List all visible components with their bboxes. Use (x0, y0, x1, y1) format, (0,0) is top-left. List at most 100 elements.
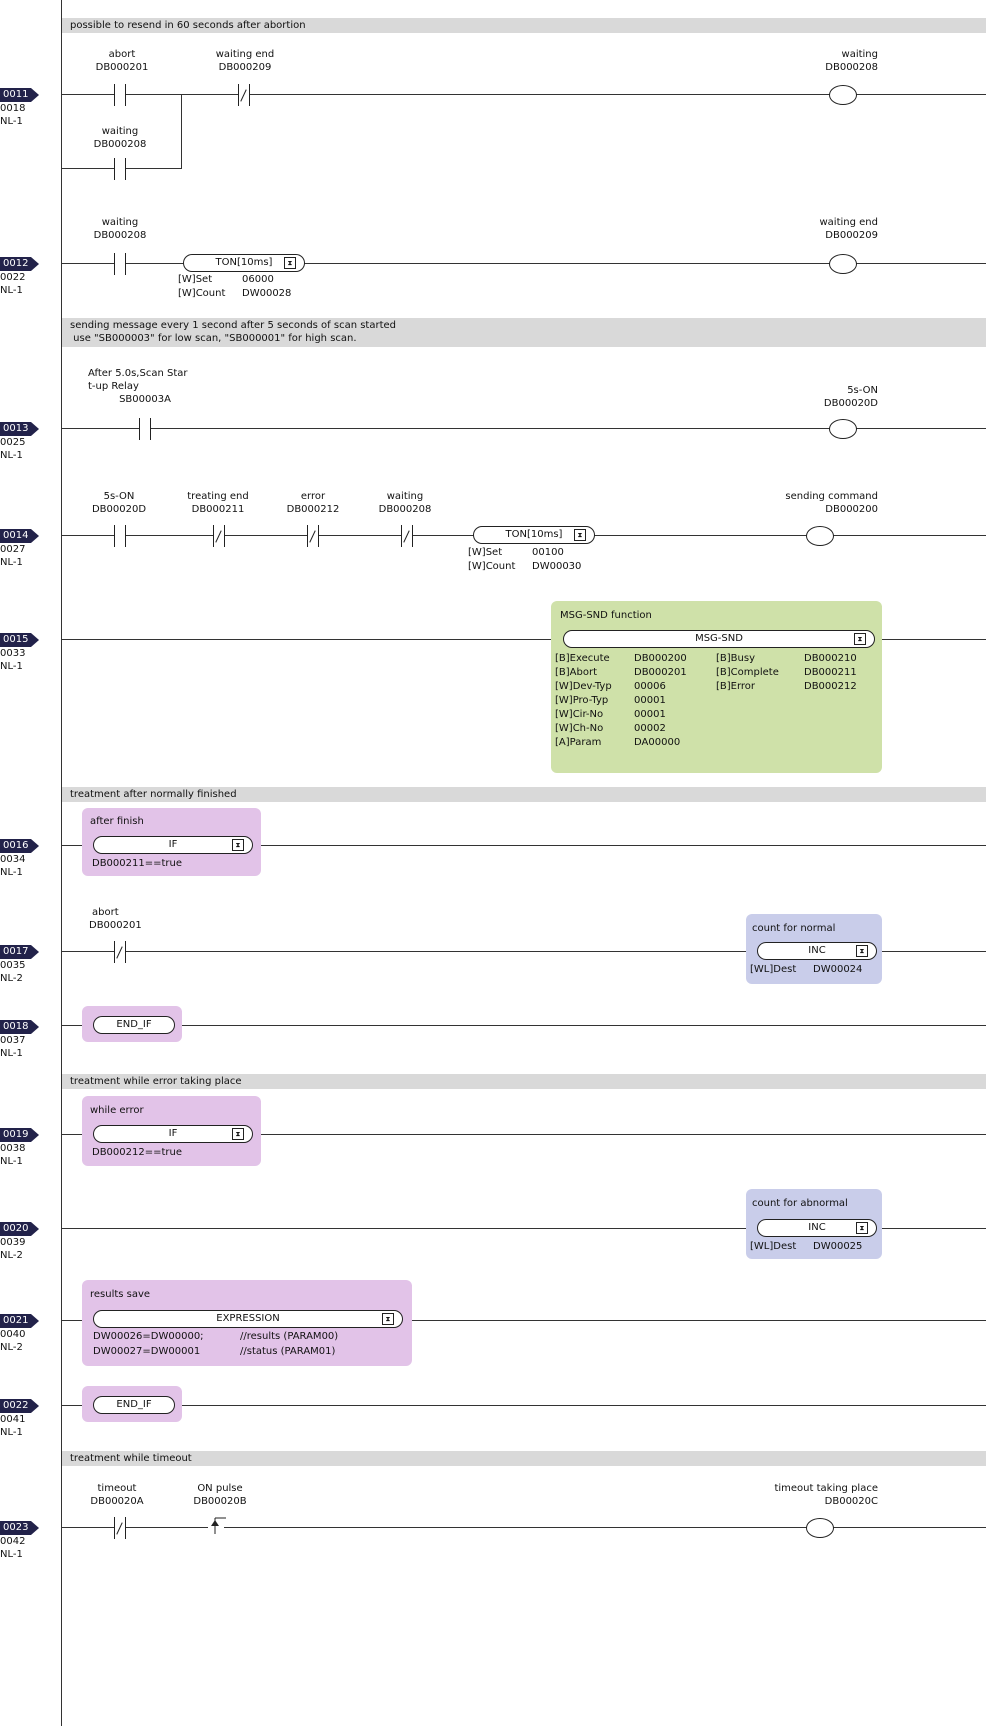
condition-text: DB000212==true (92, 1147, 183, 1158)
step-badge[interactable]: 0012 0022 NL-1 (0, 256, 60, 297)
nest-level: NL-1 (0, 1549, 23, 1560)
nest-level: NL-1 (0, 116, 23, 127)
param-label: [WL]Dest (750, 964, 797, 975)
contact-address: DB00020B (193, 1496, 247, 1507)
coil-comment: 5s-ON (847, 385, 878, 396)
line-number: 0040 (0, 1329, 26, 1340)
ton-timer-block[interactable]: TON[10ms] ⧗ (473, 526, 595, 544)
step-badge[interactable]: 0016 0034 NL-1 (0, 838, 60, 879)
ton-timer-block[interactable]: TON[10ms] ⧗ (183, 254, 305, 272)
nc-contact[interactable] (204, 525, 234, 547)
line-number: 0042 (0, 1536, 26, 1547)
contact-comment: ON pulse (197, 1483, 243, 1494)
comment-line: sending message every 1 second after 5 s… (70, 320, 397, 331)
step-number: 0021 (0, 1314, 41, 1328)
step-badge[interactable]: 0013 0025 NL-1 (0, 421, 60, 462)
output-coil[interactable] (806, 1518, 834, 1538)
param-value: DW00024 (813, 964, 863, 975)
rising-edge-pulse-icon[interactable] (200, 1512, 230, 1534)
rung-wire (62, 1134, 986, 1135)
param-label: [B]Complete (716, 667, 779, 678)
nc-contact[interactable] (298, 525, 328, 547)
step-badge[interactable]: 0021 0040 NL-2 (0, 1313, 60, 1354)
line-number: 0038 (0, 1143, 26, 1154)
hourglass-icon: ⧗ (856, 1222, 868, 1234)
line-number: 0039 (0, 1237, 26, 1248)
msg-snd-function[interactable]: MSG-SND ⧗ (563, 630, 875, 648)
contact-address: SB00003A (119, 394, 171, 405)
condition-text: DB000211==true (92, 858, 183, 869)
output-coil[interactable] (829, 419, 857, 439)
if-instruction[interactable]: IF ⧗ (93, 836, 253, 854)
func-name: TON[10ms] (505, 529, 563, 540)
step-badge[interactable]: 0023 0042 NL-1 (0, 1520, 60, 1561)
block-title: while error (90, 1105, 144, 1116)
nc-contact[interactable] (105, 1517, 135, 1539)
nc-contact[interactable] (392, 525, 422, 547)
contact-address: DB000208 (93, 230, 147, 241)
step-badge[interactable]: 0018 0037 NL-1 (0, 1019, 60, 1060)
param-value: 00006 (634, 681, 666, 692)
nest-level: NL-2 (0, 1250, 23, 1261)
nest-level: NL-1 (0, 661, 23, 672)
step-badge[interactable]: 0020 0039 NL-2 (0, 1221, 60, 1262)
rung-comment: possible to resend in 60 seconds after a… (62, 18, 986, 33)
nest-level: NL-2 (0, 973, 23, 984)
inc-instruction[interactable]: INC ⧗ (757, 942, 877, 960)
param-label: [B]Abort (555, 667, 598, 678)
no-contact[interactable] (105, 525, 135, 547)
param-value: 06000 (242, 274, 274, 285)
step-badge[interactable]: 0022 0041 NL-1 (0, 1398, 60, 1439)
rung-wire (62, 1527, 986, 1528)
step-badge[interactable]: 0011 0018 NL-1 (0, 87, 60, 128)
if-instruction[interactable]: IF ⧗ (93, 1125, 253, 1143)
step-number: 0012 (0, 257, 41, 271)
contact-address: DB00020A (90, 1496, 144, 1507)
output-coil[interactable] (829, 85, 857, 105)
line-number: 0025 (0, 437, 26, 448)
param-value: DW00028 (242, 288, 292, 299)
no-contact[interactable] (130, 418, 160, 440)
param-value: DB000210 (804, 653, 857, 664)
contact-comment: After 5.0s,Scan Star (88, 368, 188, 379)
line-number: 0022 (0, 272, 26, 283)
contact-comment: timeout (97, 1483, 137, 1494)
expression-instruction[interactable]: EXPRESSION ⧗ (93, 1310, 403, 1328)
rung-wire (62, 845, 986, 846)
step-badge[interactable]: 0019 0038 NL-1 (0, 1127, 60, 1168)
hourglass-icon: ⧗ (382, 1313, 394, 1325)
step-badge[interactable]: 0014 0027 NL-1 (0, 528, 60, 569)
rung-wire (62, 428, 986, 429)
step-number: 0017 (0, 945, 41, 959)
nc-contact[interactable] (229, 84, 259, 106)
no-contact[interactable] (105, 158, 135, 180)
func-name: END_IF (116, 1019, 152, 1030)
no-contact[interactable] (105, 253, 135, 275)
rung-wire (62, 951, 986, 952)
contact-address: DB000211 (191, 504, 245, 515)
expression-code: DW00026=DW00000; (93, 1331, 204, 1342)
step-number: 0019 (0, 1128, 41, 1142)
step-badge[interactable]: 0015 0033 NL-1 (0, 632, 60, 673)
param-label: [B]Busy (716, 653, 755, 664)
contact-address: DB000201 (89, 920, 142, 931)
inc-instruction[interactable]: INC ⧗ (757, 1219, 877, 1237)
step-badge[interactable]: 0017 0035 NL-2 (0, 944, 60, 985)
func-name: INC (808, 945, 826, 956)
function-block-frame (551, 601, 882, 773)
coil-address: DB000200 (825, 504, 878, 515)
param-label: [W]Count (468, 561, 516, 572)
output-coil[interactable] (829, 254, 857, 274)
no-contact[interactable] (105, 84, 135, 106)
nest-level: NL-1 (0, 867, 23, 878)
nc-contact[interactable] (105, 941, 135, 963)
param-value: DW00030 (532, 561, 582, 572)
coil-comment: timeout taking place (774, 1483, 878, 1494)
end-if-instruction[interactable]: END_IF (93, 1396, 175, 1414)
rung-wire (62, 1320, 986, 1321)
rung-comment: treatment while timeout (62, 1451, 986, 1466)
output-coil[interactable] (806, 526, 834, 546)
rung-wire (62, 263, 986, 264)
end-if-instruction[interactable]: END_IF (93, 1016, 175, 1034)
step-number: 0013 (0, 422, 41, 436)
